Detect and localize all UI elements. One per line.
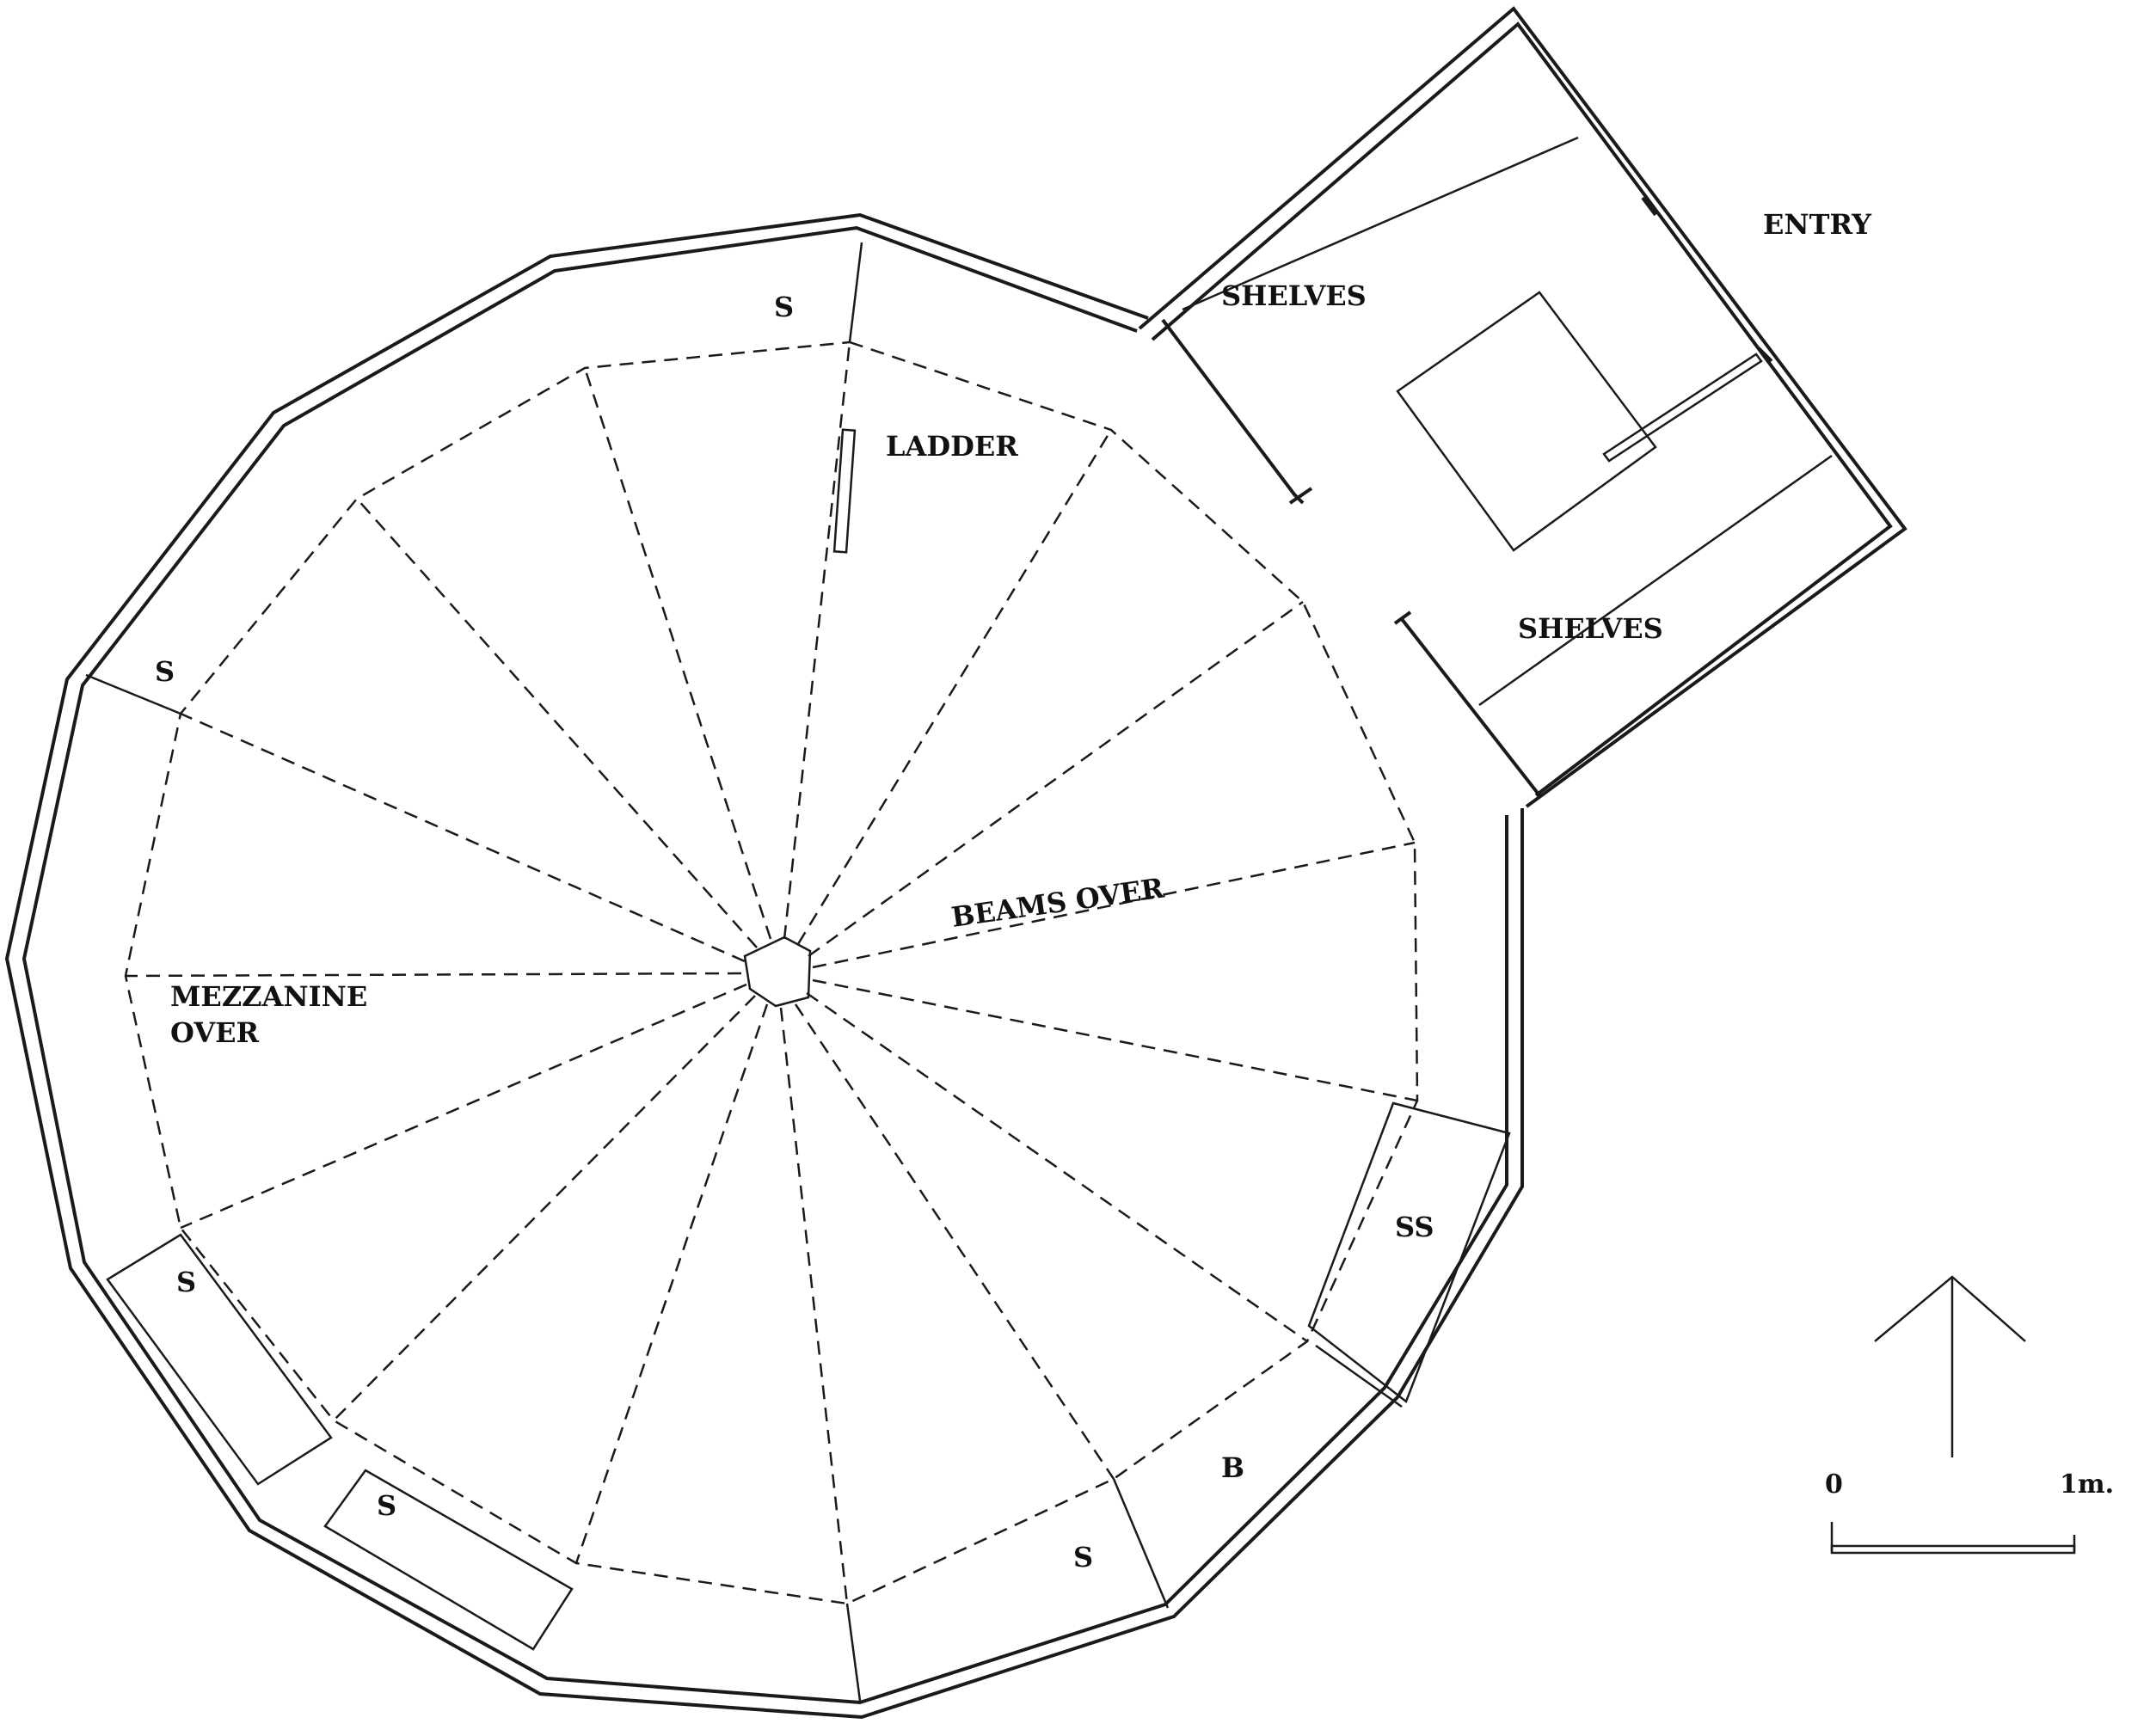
storage-box-lower-left	[106, 1233, 333, 1486]
storage-box-bottom-left	[323, 1469, 574, 1651]
storage-box-ss	[1307, 1101, 1511, 1404]
scale-start-label: 0	[1825, 1469, 1843, 1500]
outer-wall	[4, 212, 1524, 1720]
ladder	[832, 428, 857, 554]
label-ss: SS	[1395, 1211, 1434, 1243]
label-mezzanine-line2: OVER	[170, 1016, 260, 1049]
label-s-top: S	[774, 291, 794, 323]
north-arrow-icon	[1874, 1275, 2026, 1457]
label-entry: ENTRY	[1763, 208, 1872, 241]
scale-end-label: 1m.	[2060, 1469, 2114, 1500]
mezzanine-outline	[124, 340, 1419, 1605]
bench-b	[1315, 1344, 1403, 1408]
entry-annex	[1138, 6, 1907, 808]
label-beams-over: BEAMS OVER	[949, 872, 1166, 934]
bench-dividers	[85, 242, 1170, 1702]
label-shelves-bottom: SHELVES	[1518, 612, 1663, 645]
label-s-bottom-left: S	[377, 1489, 396, 1522]
label-shelves-top: SHELVES	[1221, 279, 1367, 312]
label-s-lower-left: S	[176, 1266, 196, 1298]
label-ladder: LADDER	[886, 430, 1018, 463]
label-mezzanine-line1: MEZZANINE	[170, 980, 367, 1013]
label-s-left: S	[155, 655, 175, 688]
radial-beams	[125, 341, 1418, 1604]
central-post	[743, 935, 812, 1008]
label-b: B	[1221, 1451, 1244, 1484]
scale-bar: 0 1m.	[1825, 1469, 2114, 1555]
label-s-bottom: S	[1073, 1541, 1093, 1573]
